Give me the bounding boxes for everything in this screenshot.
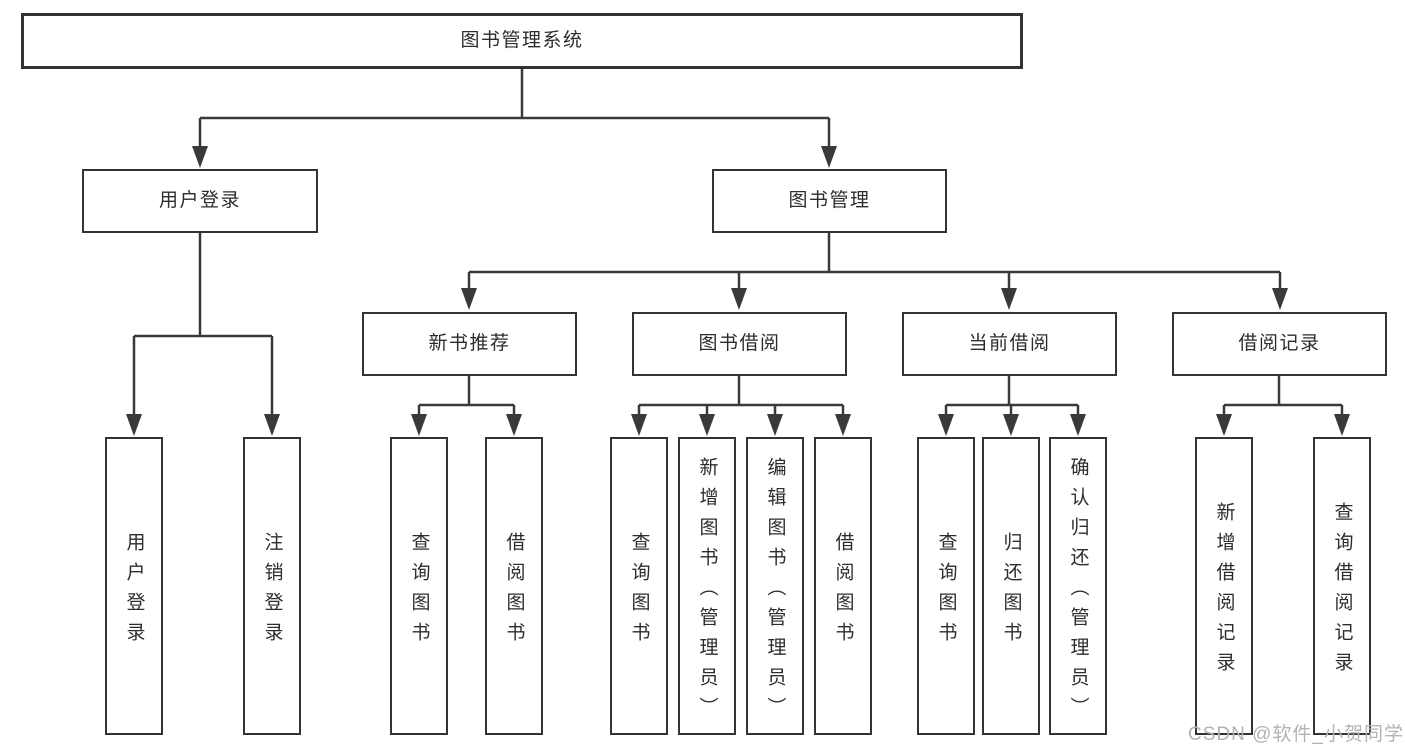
node-label: 当前借阅 <box>968 332 1051 354</box>
arrow-down-icon <box>938 414 954 436</box>
node-leaf-borrow-books-recommend: 借阅图书 <box>485 437 543 735</box>
node-label: 查询借阅记录 <box>1331 501 1353 682</box>
node-leaf-edit-book-admin: 编辑图书（管理员） <box>746 437 804 735</box>
node-label: 查询图书 <box>408 531 430 652</box>
arrow-down-icon <box>264 414 280 436</box>
node-label: 借阅图书 <box>503 531 525 652</box>
node-new-book-recommend: 新书推荐 <box>362 312 577 376</box>
node-label: 注销登录 <box>261 531 283 652</box>
node-leaf-user-login: 用户登录 <box>105 437 163 735</box>
node-label: 编辑图书（管理员） <box>764 456 786 727</box>
node-book-management: 图书管理 <box>712 169 947 233</box>
node-leaf-add-borrow-record: 新增借阅记录 <box>1195 437 1253 735</box>
node-label: 用户登录 <box>123 531 145 652</box>
node-label: 归还图书 <box>1000 531 1022 652</box>
arrow-down-icon <box>1003 414 1019 436</box>
node-label: 查询图书 <box>628 531 650 652</box>
arrow-down-icon <box>821 146 837 168</box>
arrow-down-icon <box>1272 288 1288 310</box>
node-label: 查询图书 <box>935 531 957 652</box>
connector-user-login-children <box>126 233 280 436</box>
node-user-login: 用户登录 <box>82 169 318 233</box>
arrow-down-icon <box>461 288 477 310</box>
node-leaf-query-books-recommend: 查询图书 <box>390 437 448 735</box>
node-leaf-confirm-return-admin: 确认归还（管理员） <box>1049 437 1107 735</box>
arrow-down-icon <box>1216 414 1232 436</box>
node-label: 确认归还（管理员） <box>1067 456 1089 727</box>
connector-root-to-level2 <box>192 69 837 168</box>
connector-new-book-recommend-children <box>411 376 522 436</box>
node-label: 借阅记录 <box>1238 332 1321 354</box>
arrow-down-icon <box>506 414 522 436</box>
connector-book-management-children <box>461 233 1288 310</box>
node-label: 图书管理系统 <box>460 29 584 51</box>
csdn-watermark: CSDN @软件_小贺同学 <box>1188 724 1404 745</box>
node-leaf-return-book: 归还图书 <box>982 437 1040 735</box>
arrow-down-icon <box>1001 288 1017 310</box>
node-leaf-query-books-borrow: 查询图书 <box>610 437 668 735</box>
connector-book-borrow-children <box>631 376 851 436</box>
arrow-down-icon <box>126 414 142 436</box>
arrow-down-icon <box>699 414 715 436</box>
node-label: 借阅图书 <box>832 531 854 652</box>
arrow-down-icon <box>192 146 208 168</box>
node-label: 用户登录 <box>158 189 241 211</box>
connector-current-borrow-children <box>938 376 1086 436</box>
arrow-down-icon <box>731 288 747 310</box>
node-current-borrow: 当前借阅 <box>902 312 1117 376</box>
arrow-down-icon <box>1334 414 1350 436</box>
node-book-borrow: 图书借阅 <box>632 312 847 376</box>
node-library-management-system: 图书管理系统 <box>21 13 1023 69</box>
node-label: 新增图书（管理员） <box>696 456 718 727</box>
connector-borrow-records-children <box>1216 376 1350 436</box>
arrow-down-icon <box>767 414 783 436</box>
node-borrow-records: 借阅记录 <box>1172 312 1387 376</box>
node-label: 新书推荐 <box>428 332 511 354</box>
node-leaf-borrow-books: 借阅图书 <box>814 437 872 735</box>
arrow-down-icon <box>1070 414 1086 436</box>
node-label: 图书管理 <box>788 189 871 211</box>
arrow-down-icon <box>835 414 851 436</box>
node-label: 图书借阅 <box>698 332 781 354</box>
node-leaf-query-books-current: 查询图书 <box>917 437 975 735</box>
node-label: 新增借阅记录 <box>1213 501 1235 682</box>
node-leaf-query-borrow-record: 查询借阅记录 <box>1313 437 1371 735</box>
node-leaf-logout: 注销登录 <box>243 437 301 735</box>
arrow-down-icon <box>631 414 647 436</box>
arrow-down-icon <box>411 414 427 436</box>
node-leaf-add-book-admin: 新增图书（管理员） <box>678 437 736 735</box>
